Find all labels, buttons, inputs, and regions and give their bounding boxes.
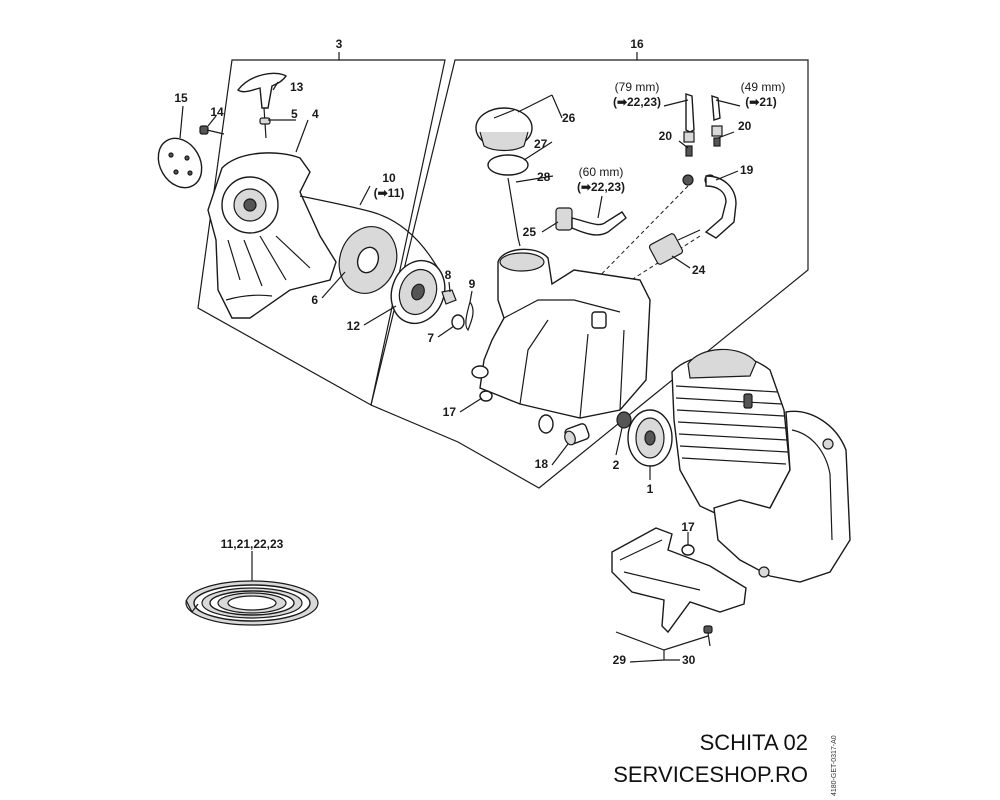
ref-10: (➡11) — [374, 186, 405, 200]
callout-13: 13 — [290, 80, 304, 94]
cover-plate-15 — [157, 137, 203, 189]
fuel-filter-24 — [648, 229, 701, 265]
ref-49-ref: (➡21) — [745, 95, 776, 109]
callout-7: 7 — [427, 331, 434, 345]
screw-30 — [703, 625, 713, 647]
bracket-29-30 — [615, 631, 709, 663]
fuel-line-19 — [682, 174, 737, 239]
doc-id: 4180-GET-0317-A0 — [831, 735, 838, 796]
fuel-cap-26 — [475, 107, 533, 152]
callout-2: 2 — [613, 458, 620, 472]
callout-29: 29 — [613, 653, 627, 667]
callout-16: 16 — [630, 37, 644, 51]
callout-4: 4 — [312, 107, 319, 121]
leader-lines — [179, 81, 741, 581]
washer-7 — [451, 314, 465, 330]
footer-site: SERVICESHOP.RO — [613, 762, 808, 787]
fuel-tank — [471, 248, 651, 434]
ref-60-len: (60 mm) — [579, 165, 624, 179]
rope-rotor-12 — [390, 259, 446, 325]
fuel-hose-49mm — [711, 95, 723, 147]
callout-3: 3 — [336, 37, 343, 51]
callout-6: 6 — [311, 293, 318, 307]
callout-17b: 17 — [681, 520, 695, 534]
tank-vent-25 — [555, 207, 627, 236]
callout-30: 30 — [682, 653, 696, 667]
engine-cylinder — [671, 348, 791, 521]
shield-29 — [611, 527, 747, 634]
callout-8: 8 — [445, 268, 452, 282]
ref-79-ref: (➡22,23) — [613, 95, 661, 109]
footer-title: SCHITA 02 — [700, 730, 808, 755]
cap-seal-27 — [487, 154, 529, 176]
callout-28: 28 — [537, 170, 551, 184]
fan-housing-4 — [207, 152, 337, 319]
hose-routing-dash-1 — [583, 185, 689, 293]
callout-18: 18 — [535, 457, 549, 471]
flywheel-1 — [627, 409, 673, 467]
callout-17a: 17 — [443, 405, 457, 419]
callout-20a: 20 — [659, 129, 673, 143]
grommet-17-lower — [681, 544, 695, 556]
grommet-17 — [479, 390, 493, 402]
callout-24: 24 — [692, 263, 706, 277]
nut-2 — [616, 411, 632, 429]
screw-14 — [199, 125, 225, 135]
callout-9: 9 — [469, 277, 476, 291]
callout-20b: 20 — [738, 119, 752, 133]
vent-rod-28 — [507, 177, 521, 247]
callout-14: 14 — [210, 105, 224, 119]
callout-5: 5 — [291, 107, 298, 121]
callout-15: 15 — [174, 91, 188, 105]
callout-25: 25 — [523, 225, 537, 239]
callout-1: 1 — [647, 482, 654, 496]
rewind-spring-6 — [338, 226, 398, 294]
callout-ring: 11,21,22,23 — [221, 537, 284, 551]
callout-10: 10 — [382, 171, 396, 185]
group-16-frame — [370, 59, 809, 489]
ref-60-ref: (➡22,23) — [577, 180, 625, 194]
callout-26: 26 — [562, 111, 576, 125]
clutch-housing — [713, 410, 851, 583]
callout-19: 19 — [740, 163, 754, 177]
ref-49-len: (49 mm) — [741, 80, 786, 94]
bushing-18 — [564, 423, 590, 446]
rewind-spring-assembly — [185, 580, 319, 626]
fuel-hose-79mm — [683, 93, 695, 157]
pawl-8 — [441, 289, 457, 305]
ref-79-len: (79 mm) — [615, 80, 660, 94]
spring-clip-9 — [465, 301, 474, 332]
callout-12: 12 — [347, 319, 361, 333]
starter-grip-13 — [236, 72, 287, 139]
callout-27: 27 — [534, 137, 548, 151]
